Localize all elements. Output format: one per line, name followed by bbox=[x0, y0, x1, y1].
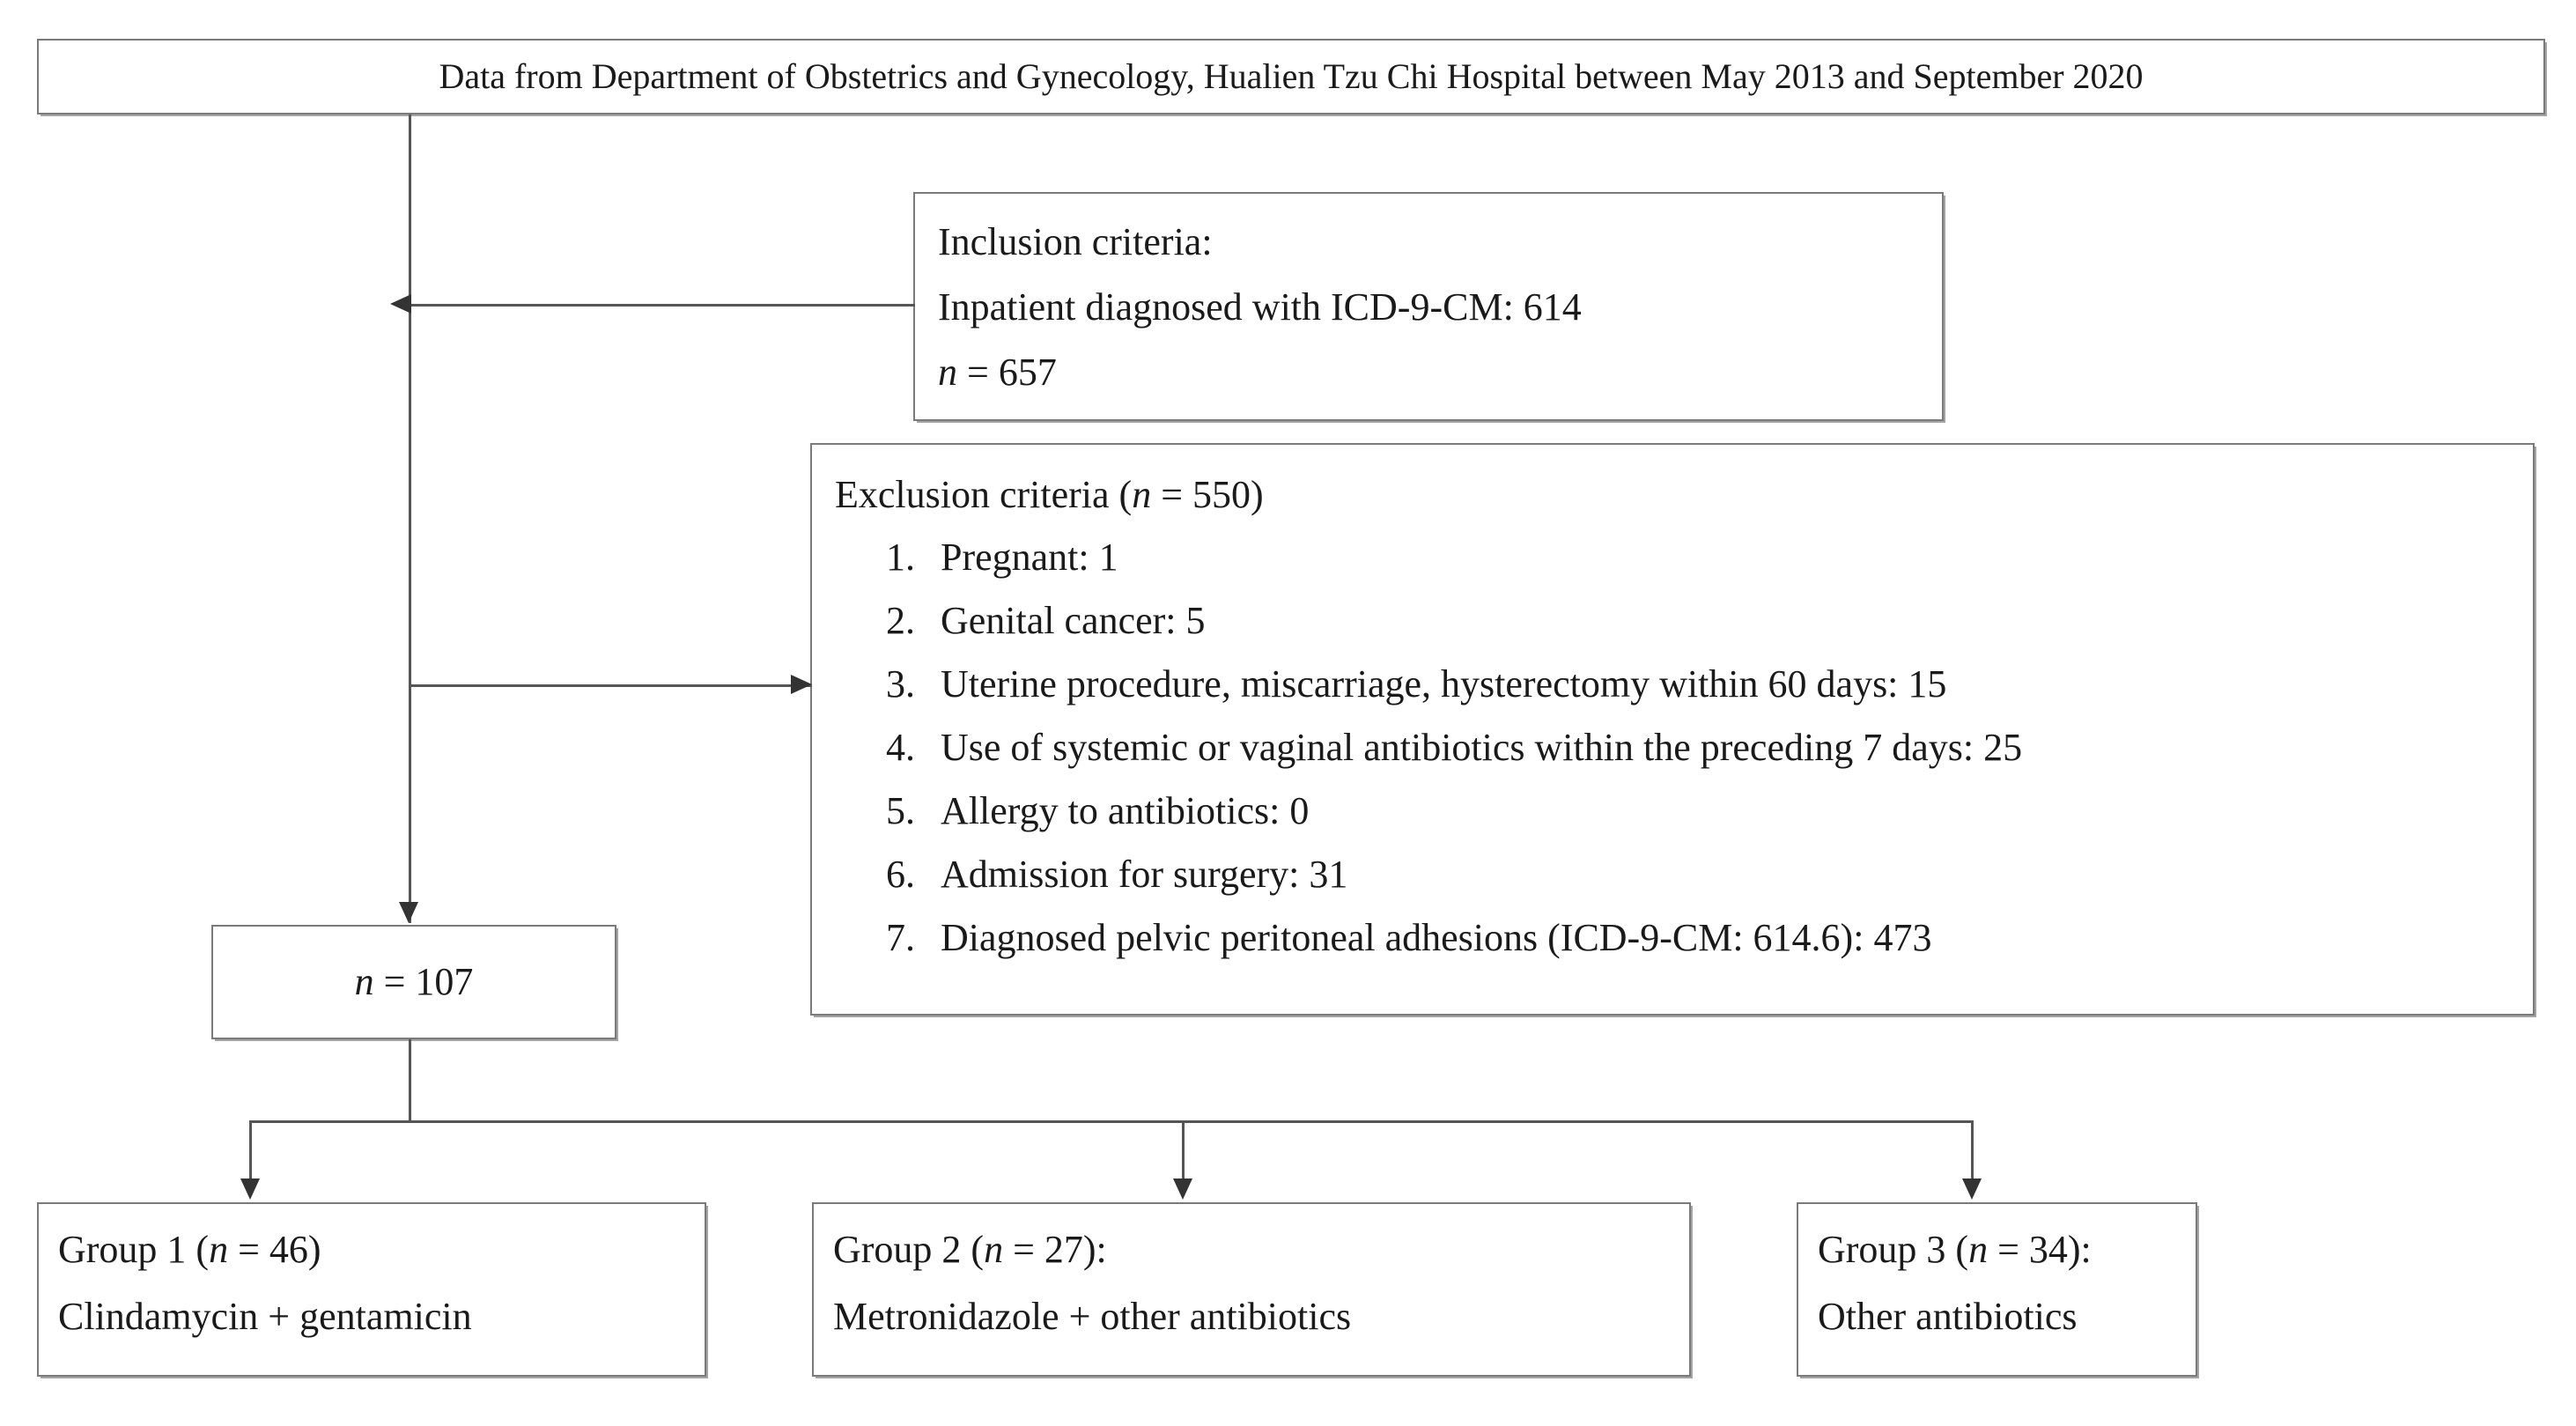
group-1-n-value: = 46) bbox=[228, 1228, 321, 1271]
exclusion-item-text: Diagnosed pelvic peritoneal adhesions (I… bbox=[941, 916, 1932, 959]
cohort-n-symbol: n bbox=[354, 960, 374, 1003]
exclusion-connector-line bbox=[410, 684, 812, 687]
group-3-treatment: Other antibiotics bbox=[1818, 1295, 2078, 1338]
cohort-n-value: = 107 bbox=[373, 960, 474, 1003]
exclusion-item-number: 2. bbox=[886, 599, 915, 642]
inclusion-line-2: Inpatient diagnosed with ICD-9-CM: 614 bbox=[938, 285, 1582, 329]
arrow-right-exclusion-icon bbox=[791, 675, 812, 694]
branch-line-group3 bbox=[1971, 1120, 1974, 1182]
exclusion-item-text: Pregnant: 1 bbox=[941, 536, 1118, 579]
exclusion-item-number: 1. bbox=[886, 536, 915, 579]
group-3-header: Group 3 (n = 34): bbox=[1818, 1216, 2196, 1283]
branch-stem-line bbox=[409, 1039, 411, 1122]
group-1-treatment: Clindamycin + gentamicin bbox=[58, 1295, 472, 1338]
list-item: 2. Genital cancer: 5 bbox=[886, 589, 2533, 653]
group-2-treatment: Metronidazole + other antibiotics bbox=[833, 1295, 1352, 1338]
arrow-down-to-cohort-icon bbox=[399, 902, 418, 923]
exclusion-n-value: = 550) bbox=[1151, 473, 1264, 516]
exclusion-item-number: 3. bbox=[886, 662, 915, 706]
exclusion-item-text: Genital cancer: 5 bbox=[941, 599, 1206, 642]
inclusion-n-value: = 657 bbox=[957, 351, 1057, 394]
exclusion-item-number: 6. bbox=[886, 853, 915, 896]
arrow-left-inclusion-icon bbox=[390, 294, 411, 314]
group-2-header-prefix: Group 2 ( bbox=[833, 1228, 985, 1271]
group-3-box: Group 3 (n = 34): Other antibiotics bbox=[1797, 1202, 2197, 1377]
exclusion-item-text: Admission for surgery: 31 bbox=[941, 853, 1348, 896]
group-3-n-value: = 34): bbox=[1988, 1228, 2092, 1271]
exclusion-n-symbol: n bbox=[1132, 473, 1152, 516]
exclusion-item-number: 7. bbox=[886, 916, 915, 959]
exclusion-heading: Exclusion criteria (n = 550) bbox=[812, 464, 2533, 526]
arrow-down-group2-icon bbox=[1173, 1178, 1192, 1200]
inclusion-criteria-box: Inclusion criteria: Inpatient diagnosed … bbox=[913, 192, 1944, 421]
exclusion-item-number: 4. bbox=[886, 726, 915, 769]
group-1-header: Group 1 (n = 46) bbox=[58, 1216, 705, 1283]
main-trunk-line bbox=[409, 115, 411, 923]
group-2-header: Group 2 (n = 27): bbox=[833, 1216, 1689, 1283]
group-2-box: Group 2 (n = 27): Metronidazole + other … bbox=[812, 1202, 1691, 1377]
group-1-n-symbol: n bbox=[209, 1228, 229, 1271]
group-3-header-prefix: Group 3 ( bbox=[1818, 1228, 1969, 1271]
list-item: 6. Admission for surgery: 31 bbox=[886, 843, 2533, 906]
arrow-down-group3-icon bbox=[1962, 1178, 1982, 1200]
exclusion-item-text: Use of systemic or vaginal antibiotics w… bbox=[941, 726, 2023, 769]
source-data-box: Data from Department of Obstetrics and G… bbox=[37, 39, 2545, 115]
group-2-n-value: = 27): bbox=[1003, 1228, 1107, 1271]
exclusion-item-text: Uterine procedure, miscarriage, hysterec… bbox=[941, 662, 1947, 706]
list-item: 7. Diagnosed pelvic peritoneal adhesions … bbox=[886, 906, 2533, 970]
list-item: 4. Use of systemic or vaginal antibiotics… bbox=[886, 716, 2533, 779]
inclusion-connector-line bbox=[411, 304, 915, 307]
cohort-size-text: n = 107 bbox=[213, 927, 615, 1038]
branch-line-group2 bbox=[1182, 1120, 1185, 1182]
group-1-box: Group 1 (n = 46) Clindamycin + gentamici… bbox=[37, 1202, 706, 1377]
group-1-header-prefix: Group 1 ( bbox=[58, 1228, 210, 1271]
exclusion-criteria-box: Exclusion criteria (n = 550) 1. Pregnant:… bbox=[810, 443, 2535, 1016]
source-data-text: Data from Department of Obstetrics and G… bbox=[439, 56, 2144, 96]
cohort-size-box: n = 107 bbox=[211, 925, 616, 1039]
arrow-down-group1-icon bbox=[240, 1178, 260, 1200]
list-item: 5. Allergy to antibiotics: 0 bbox=[886, 779, 2533, 843]
list-item: 1. Pregnant: 1 bbox=[886, 526, 2533, 589]
inclusion-sample-size: n = 657 bbox=[938, 340, 1942, 405]
branch-line-group1 bbox=[249, 1120, 252, 1182]
branch-bus-line bbox=[249, 1120, 1974, 1123]
group-2-n-symbol: n bbox=[984, 1228, 1004, 1271]
exclusion-heading-prefix: Exclusion criteria ( bbox=[835, 473, 1133, 516]
group-3-n-symbol: n bbox=[1968, 1228, 1989, 1271]
exclusion-item-number: 5. bbox=[886, 789, 915, 832]
inclusion-line-1: Inclusion criteria: bbox=[938, 220, 1213, 263]
exclusion-items-list: 1. Pregnant: 1 2. Genital cancer: 5 3. Uter… bbox=[812, 526, 2533, 970]
exclusion-item-text: Allergy to antibiotics: 0 bbox=[941, 789, 1310, 832]
inclusion-n-symbol: n bbox=[938, 351, 957, 394]
list-item: 3. Uterine procedure, miscarriage, hyster… bbox=[886, 653, 2533, 716]
